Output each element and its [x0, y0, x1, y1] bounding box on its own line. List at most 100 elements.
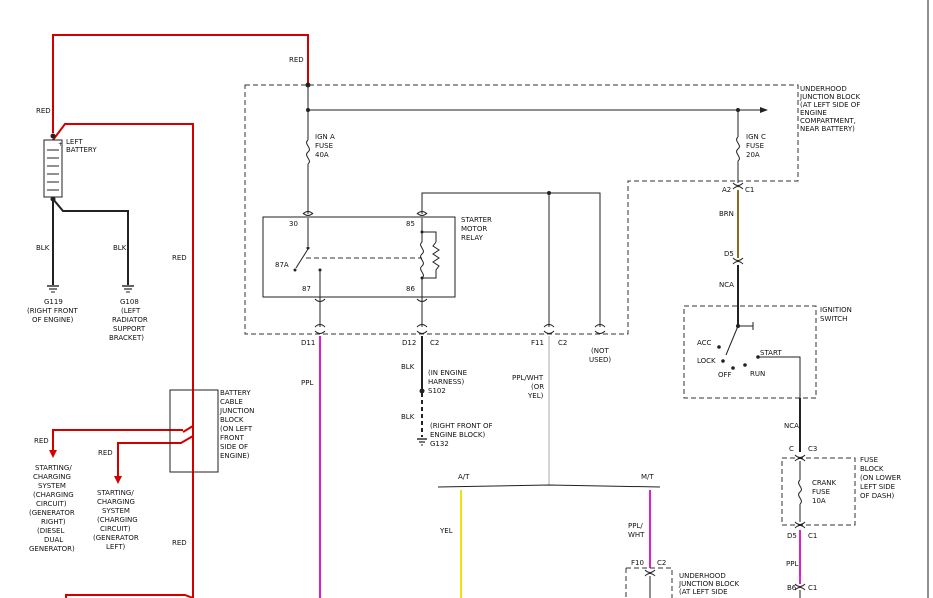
svg-text:YEL): YEL) — [527, 392, 544, 400]
wire-label-red-top: RED — [289, 56, 304, 64]
ignition-switch-outline — [683, 305, 817, 399]
svg-text:87A: 87A — [275, 261, 289, 269]
svg-text:RIGHT): RIGHT) — [41, 518, 66, 526]
svg-text:RELAY: RELAY — [461, 234, 484, 242]
svg-text:CIRCUIT): CIRCUIT) — [36, 500, 67, 508]
svg-text:+: + — [58, 141, 63, 148]
svg-text:CHARGING: CHARGING — [97, 498, 135, 506]
svg-text:(RIGHT FRONT: (RIGHT FRONT — [27, 307, 78, 315]
underhood-block-label: UNDERHOOD — [800, 85, 847, 93]
connector-icon — [644, 569, 656, 573]
svg-text:C2: C2 — [430, 339, 439, 347]
svg-text:D5: D5 — [724, 250, 734, 258]
connector-icon — [732, 182, 744, 186]
fuse-block-label: FUSE — [860, 456, 878, 464]
connector-icon — [794, 454, 806, 458]
wire-label-yel: YEL — [439, 527, 453, 535]
connector-icon — [543, 324, 555, 328]
fuse-icon — [798, 479, 802, 505]
svg-text:(GENERATOR: (GENERATOR — [93, 534, 139, 542]
not-used-label: (NOT — [591, 347, 609, 355]
svg-text:GENERATOR): GENERATOR) — [29, 545, 75, 553]
svg-text:40A: 40A — [315, 151, 329, 159]
crank-fuse-label: CRANK — [812, 479, 836, 487]
svg-text:(CHARGING: (CHARGING — [33, 491, 74, 499]
switch-acc: ACC — [697, 339, 712, 347]
transmission-branch — [437, 484, 661, 488]
switch-lock: LOCK — [697, 357, 716, 365]
svg-text:FUSE: FUSE — [315, 142, 333, 150]
svg-text:JUNCTION BLOCK: JUNCTION BLOCK — [799, 93, 860, 101]
svg-text:(DIESEL: (DIESEL — [37, 527, 64, 535]
gen-right-label: STARTING/ — [35, 464, 72, 472]
svg-text:D11: D11 — [301, 339, 315, 347]
resistor-icon — [422, 241, 440, 279]
red-wire-battery-to-cable-block — [52, 123, 194, 432]
wire-label-red-long: RED — [172, 254, 187, 262]
starter-relay-label: STARTER — [461, 216, 492, 224]
svg-text:USED): USED) — [589, 356, 611, 364]
ign-a-fuse-label: IGN A — [315, 133, 335, 141]
svg-text:BATTERY: BATTERY — [66, 146, 97, 154]
svg-text:85: 85 — [406, 220, 415, 228]
svg-text:LEFT): LEFT) — [106, 543, 126, 551]
svg-text:COMPARTMENT,: COMPARTMENT, — [800, 117, 856, 125]
blk-wire-g108 — [52, 198, 129, 285]
fuse-icon — [736, 136, 740, 162]
svg-text:JUNCTION BLOCK: JUNCTION BLOCK — [678, 580, 739, 588]
svg-text:DUAL: DUAL — [44, 536, 63, 544]
svg-text:A2: A2 — [722, 186, 731, 194]
ign-c-fuse-label: IGN C — [746, 133, 766, 141]
underhood-junction-block-outline — [244, 84, 799, 335]
ign-a-fuse — [306, 110, 310, 214]
svg-text:86: 86 — [406, 285, 415, 293]
svg-text:SYSTEM: SYSTEM — [102, 507, 130, 515]
ignition-switch-label: IGNITION — [820, 306, 852, 314]
svg-text:(ON LOWER: (ON LOWER — [860, 474, 901, 482]
svg-text:87: 87 — [302, 285, 311, 293]
svg-text:(AT LEFT SIDE: (AT LEFT SIDE — [679, 588, 728, 596]
svg-text:B6: B6 — [787, 584, 797, 592]
svg-text:SIDE OF: SIDE OF — [220, 443, 248, 451]
wire-label-red-gen-right: RED — [34, 437, 49, 445]
svg-text:ENGINE BLOCK): ENGINE BLOCK) — [430, 431, 485, 439]
svg-text:C: C — [789, 445, 794, 453]
wire-label-nca-2: NCA — [784, 422, 799, 430]
arrow-icon — [760, 107, 768, 113]
svg-text:G132: G132 — [430, 440, 449, 448]
wire-label-blk-s102-b: BLK — [401, 413, 415, 421]
fuse-icon — [306, 139, 310, 165]
relay-coil — [420, 218, 440, 297]
wire-label-ppl-wht-mt: PPL/ — [628, 522, 643, 530]
g108-label: G108 — [120, 298, 139, 306]
svg-text:(AT LEFT SIDE OF: (AT LEFT SIDE OF — [800, 101, 860, 109]
relay-switch — [293, 218, 422, 297]
connector-icon — [314, 324, 326, 328]
svg-text:20A: 20A — [746, 151, 760, 159]
wire-label-blk-s102-a: BLK — [401, 363, 415, 371]
svg-text:RADIATOR: RADIATOR — [112, 316, 148, 324]
underhood-block-2-label: UNDERHOOD — [679, 572, 726, 580]
svg-text:WHT: WHT — [628, 531, 645, 539]
svg-text:10A: 10A — [812, 497, 826, 505]
svg-text:CHARGING: CHARGING — [33, 473, 71, 481]
relay-85-feed — [421, 192, 601, 327]
ground-icon — [417, 438, 427, 446]
svg-text:D12: D12 — [402, 339, 416, 347]
svg-text:(OR: (OR — [531, 383, 544, 391]
wire-label-ppl-1: PPL — [301, 379, 313, 387]
ground-icon — [47, 285, 59, 293]
svg-text:C1: C1 — [808, 532, 817, 540]
svg-text:C1: C1 — [808, 584, 817, 592]
connector-icon — [794, 521, 806, 525]
s102-label: (IN ENGINE — [428, 369, 467, 377]
switch-run: RUN — [750, 370, 765, 378]
wire-label-red-gen-left: RED — [98, 449, 113, 457]
battery-symbol — [43, 139, 63, 198]
svg-text:SYSTEM: SYSTEM — [38, 482, 66, 490]
svg-text:JUNCTION: JUNCTION — [219, 407, 254, 415]
at-label: A/T — [458, 473, 470, 481]
wire-label-red-bottom: RED — [172, 539, 187, 547]
wire-label-nca-1: NCA — [719, 281, 734, 289]
arrow-icon — [114, 476, 122, 484]
